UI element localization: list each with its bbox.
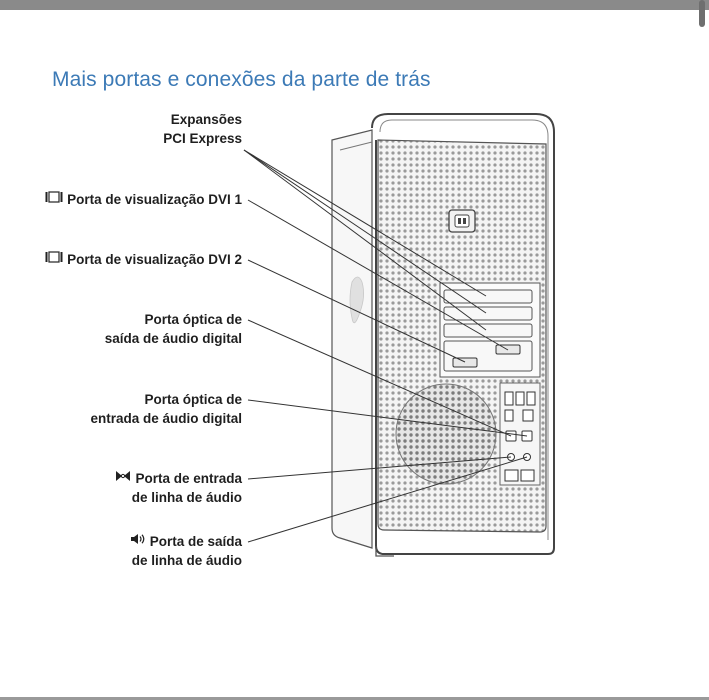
side-logo-reflection	[349, 276, 364, 324]
case-handle	[371, 113, 555, 555]
callout-line-in-line-2: de linha de áudio	[131, 490, 242, 505]
case-side-panel	[331, 129, 373, 549]
usb-port-1	[504, 391, 514, 406]
callout-optical-in: Porta óptica de entrada de áudio digital	[90, 390, 242, 428]
callout-pci-line-1: Expansões	[170, 112, 242, 127]
callout-dvi-2: Porta de visualização DVI 2	[45, 250, 242, 269]
callout-optical-in-line-1: Porta óptica de	[144, 392, 242, 407]
callout-line-out-line-1: Porta de saída	[149, 534, 242, 549]
pci-slot-3	[443, 323, 533, 338]
pci-slot-1	[443, 289, 533, 304]
display-port-icon	[45, 250, 63, 269]
callout-dvi-1: Porta de visualização DVI 1	[45, 190, 242, 209]
firewire-port-1	[504, 409, 514, 422]
scrollbar-thumb[interactable]	[699, 0, 705, 27]
ethernet-port-2	[520, 469, 535, 482]
usb-port-3	[526, 391, 536, 406]
callout-optical-out-line-1: Porta óptica de	[144, 312, 242, 327]
callout-optical-out-line-2: saída de áudio digital	[104, 331, 242, 346]
dvi-port-2	[452, 357, 478, 368]
speaker-icon	[130, 532, 146, 551]
usb-port-2	[515, 391, 525, 406]
callout-pci-express: Expansões PCI Express	[163, 110, 242, 148]
bottom-border	[0, 697, 709, 700]
firewire-port-2	[522, 409, 534, 422]
callout-optical-in-line-2: entrada de áudio digital	[90, 411, 242, 426]
callout-leader-lines	[243, 149, 528, 543]
callout-dvi-1-label: Porta de visualização DVI 1	[67, 192, 242, 207]
callout-optical-out: Porta óptica de saída de áudio digital	[105, 310, 242, 348]
audio-line-in-icon	[115, 469, 131, 488]
rear-fan	[395, 383, 497, 485]
callout-line-in-line-1: Porta de entrada	[135, 471, 242, 486]
callout-line-in: Porta de entrada de linha de áudio	[115, 469, 242, 507]
callout-dvi-2-label: Porta de visualização DVI 2	[67, 252, 242, 267]
ethernet-port-1	[504, 469, 519, 482]
callout-line-out: Porta de saída de linha de áudio	[130, 532, 242, 570]
callout-line-out-line-2: de linha de áudio	[131, 553, 242, 568]
display-port-icon	[45, 190, 63, 209]
page-title: Mais portas e conexões da parte de trás	[52, 68, 431, 91]
callout-pci-line-2: PCI Express	[163, 131, 242, 146]
top-toolbar-strip	[0, 0, 709, 10]
